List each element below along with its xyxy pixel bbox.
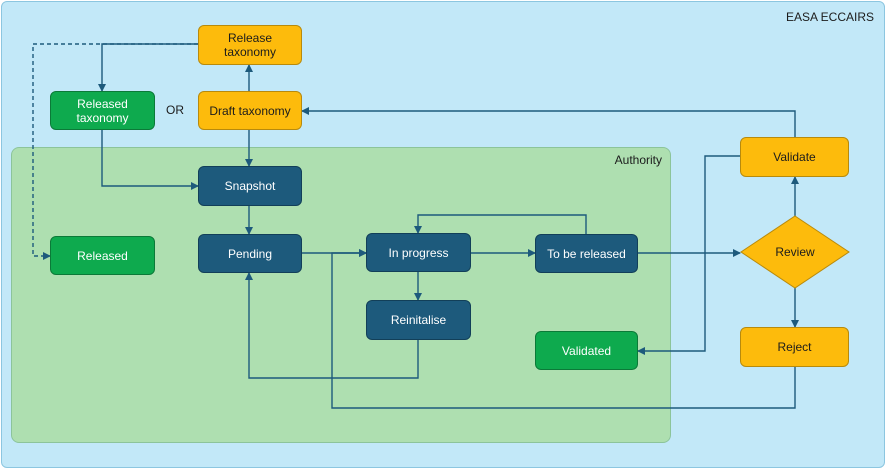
edge-release-to-released-dashed <box>32 43 198 260</box>
node-review-label: Review <box>775 245 815 259</box>
node-reinitialise: Reinitalise <box>366 300 471 340</box>
node-validate: Validate <box>740 137 849 177</box>
edge-reject-to-in-progress <box>331 249 796 409</box>
authority-title: Authority <box>614 153 662 167</box>
node-in-progress: In progress <box>366 233 471 272</box>
node-released-taxonomy: Released taxonomy <box>50 91 155 130</box>
node-release-taxonomy: Release taxonomy <box>198 25 302 65</box>
node-draft-taxonomy: Draft taxonomy <box>198 91 302 130</box>
node-snapshot: Snapshot <box>198 166 302 206</box>
or-label: OR <box>166 103 184 117</box>
edge-released-taxonomy-to-snapshot <box>101 130 199 190</box>
node-validated: Validated <box>535 331 638 370</box>
node-pending: Pending <box>198 234 302 273</box>
edge-validate-to-validated <box>637 155 740 355</box>
edge-reinitialise-to-pending <box>245 272 419 379</box>
edge-validate-to-draft <box>301 107 796 137</box>
easa-eccairs-title: EASA ECCAIRS <box>785 10 874 24</box>
node-reject: Reject <box>740 327 849 367</box>
node-to-be-released: To be released <box>535 234 638 273</box>
review-diamond <box>740 215 850 289</box>
node-released: Released <box>50 236 155 275</box>
edge-release-to-released-taxonomy <box>98 43 198 92</box>
authority-region: Authority <box>11 147 671 443</box>
edge-to-be-released-loop <box>414 214 587 234</box>
